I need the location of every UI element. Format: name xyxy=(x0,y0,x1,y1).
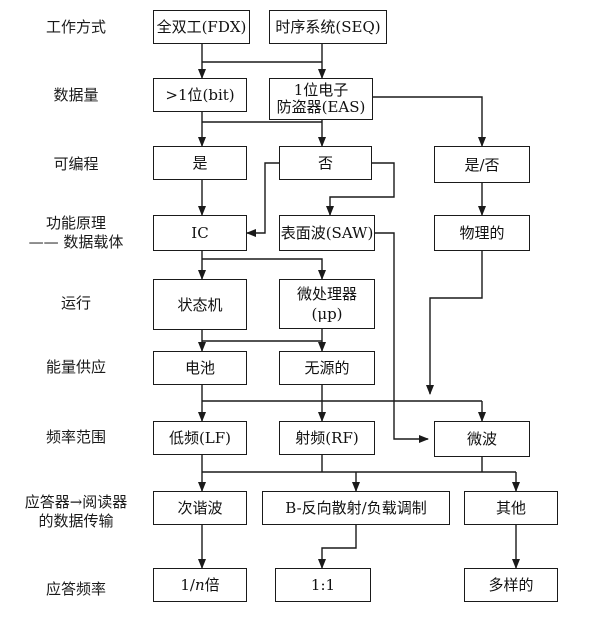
label-response-line2: 的数据传输 xyxy=(38,512,114,530)
label-response-frequency: 应答频率 xyxy=(45,580,106,598)
arrow-no-to-saw xyxy=(326,162,395,216)
box-backscatter: B-反向散射/负载调制 xyxy=(262,491,450,525)
box-eas: 1位电子 防盗器(EAS) xyxy=(269,78,373,120)
box-eas-line2: 防盗器(EAS) xyxy=(276,98,366,116)
arrow-backscatter-to-1to1 xyxy=(318,525,357,569)
label-response: 应答器→阅读器 的数据传输 xyxy=(10,493,142,531)
label-response-line1: 应答器→阅读器 xyxy=(24,493,128,511)
label-power-supply: 能量供应 xyxy=(45,358,106,376)
box-fdx: 全双工(FDX) xyxy=(153,10,250,44)
label-principle: 功能原理 —— 数据载体 xyxy=(14,214,138,252)
label-operation-mode: 工作方式 xyxy=(45,18,106,36)
arrow-physical-to-power-bus xyxy=(426,251,483,395)
label-data-amount: 数据量 xyxy=(53,86,99,104)
box-one-over-n: 1/n倍 xyxy=(153,568,247,602)
box-more-than-1-bit: >1位(bit) xyxy=(153,78,247,112)
box-microprocessor-line1: 微处理器 xyxy=(296,285,357,303)
box-various: 多样的 xyxy=(464,568,558,602)
label-running: 运行 xyxy=(60,294,91,312)
box-microprocessor-line2: (μp) xyxy=(311,305,343,323)
label-programmable: 可编程 xyxy=(53,155,99,173)
box-subharmonic: 次谐波 xyxy=(153,491,247,525)
box-eas-line1: 1位电子 xyxy=(293,81,349,99)
box-passive: 无源的 xyxy=(279,351,375,385)
box-one-over-n-text: 1/n倍 xyxy=(180,576,220,594)
box-physical: 物理的 xyxy=(434,215,530,251)
box-battery: 电池 xyxy=(153,351,247,385)
box-saw: 表面波(SAW) xyxy=(279,215,375,251)
box-other: 其他 xyxy=(464,491,558,525)
label-principle-line1: 功能原理 xyxy=(45,214,106,232)
box-yes: 是 xyxy=(153,146,247,180)
box-no: 否 xyxy=(279,146,372,180)
box-microwave: 微波 xyxy=(434,421,530,457)
box-rf: 射频(RF) xyxy=(279,421,375,455)
box-state-machine: 状态机 xyxy=(153,279,247,330)
label-frequency-range: 频率范围 xyxy=(45,428,106,446)
arrow-no-to-ic xyxy=(246,162,279,237)
box-one-to-one: 1:1 xyxy=(275,568,371,602)
arrow-eas-to-yes-no xyxy=(373,96,486,147)
box-seq: 时序系统(SEQ) xyxy=(269,10,387,44)
arrow-ic-to-microprocessor xyxy=(202,258,326,280)
box-microprocessor: 微处理器 (μp) xyxy=(279,279,375,329)
label-principle-line2: —— 数据载体 xyxy=(28,233,124,251)
arrow-saw-to-microwave xyxy=(375,232,429,443)
box-ic: IC xyxy=(153,215,247,251)
box-yes-no: 是/否 xyxy=(434,146,530,183)
box-lf: 低频(LF) xyxy=(153,421,247,455)
